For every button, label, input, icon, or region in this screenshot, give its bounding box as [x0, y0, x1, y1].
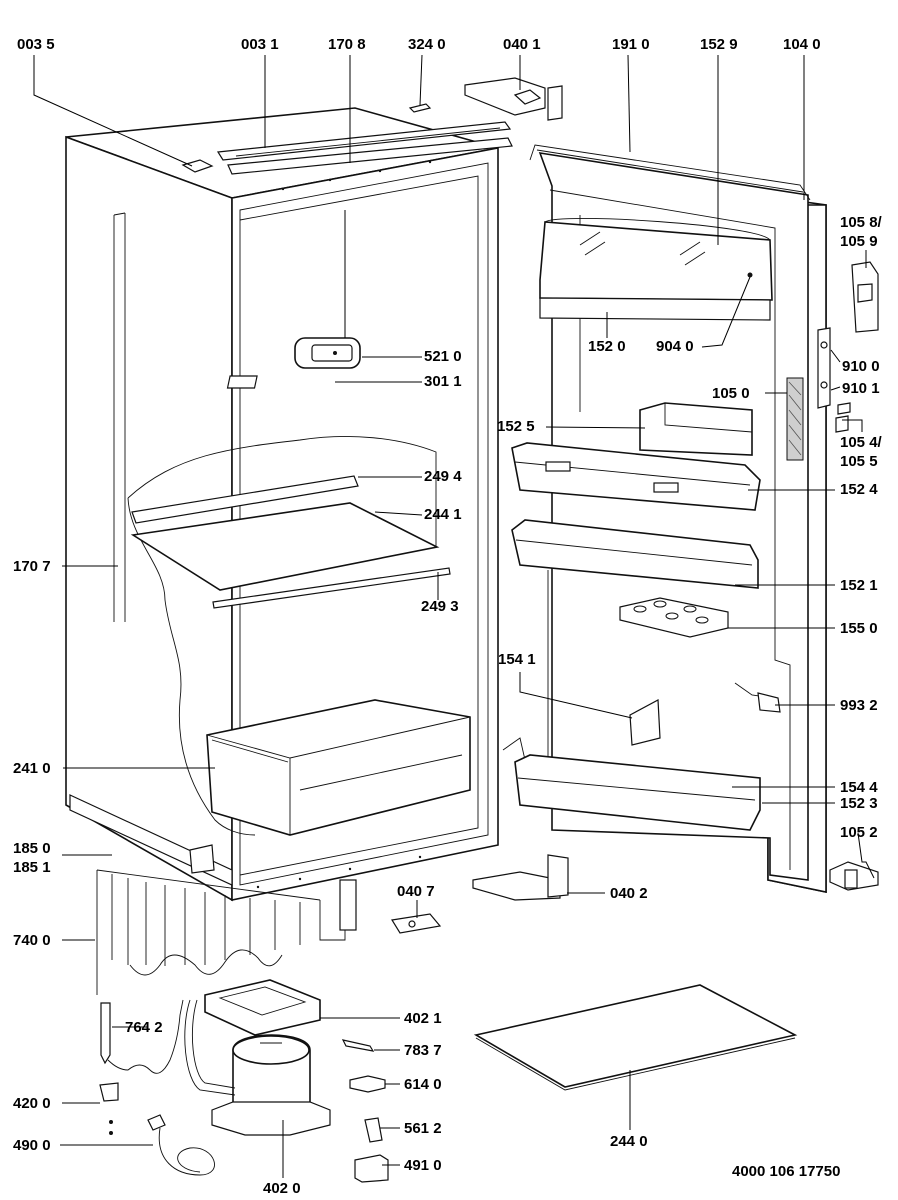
part-label-1544: 154 4	[840, 779, 878, 796]
part-label-9932: 993 2	[840, 697, 878, 714]
door-shelf-upper	[511, 442, 761, 511]
part-label-1523: 152 3	[840, 795, 878, 812]
part-label-4910: 491 0	[404, 1157, 442, 1174]
small-tray	[639, 402, 753, 456]
door-fittings	[817, 261, 879, 891]
part-label-1059: 105 9	[840, 233, 878, 250]
sensor-wire	[734, 682, 781, 713]
part-label-7400: 740 0	[13, 932, 51, 949]
egg-holder	[619, 597, 729, 638]
part-label-5612: 561 2	[404, 1120, 442, 1137]
top-rails	[181, 103, 513, 175]
leader-lines	[33, 54, 875, 1178]
door-shelf-middle	[511, 519, 759, 589]
part-label-0401: 040 1	[503, 36, 541, 53]
part-label-7642: 764 2	[125, 1019, 163, 1036]
part-label-0035: 003 5	[17, 36, 55, 53]
part-label-1707: 170 7	[13, 558, 51, 575]
part-label-7837: 783 7	[404, 1042, 442, 1059]
part-label-4021: 402 1	[404, 1010, 442, 1027]
part-label-1550: 155 0	[840, 620, 878, 637]
thermostat-housing	[226, 337, 361, 389]
document-number: 4000 106 17750	[732, 1163, 841, 1180]
part-label-1040: 104 0	[783, 36, 821, 53]
part-label-1529: 152 9	[700, 36, 738, 53]
part-label-1050: 105 0	[712, 385, 750, 402]
door-shelf-bottom	[502, 737, 761, 831]
part-label-1054: 105 4/	[840, 434, 882, 451]
part-label-0402: 040 2	[610, 885, 648, 902]
crisper-drawer	[206, 699, 471, 836]
door-handle	[786, 377, 804, 461]
part-label-3011: 301 1	[424, 373, 462, 390]
butter-compartment	[539, 218, 773, 321]
part-label-0031: 003 1	[241, 36, 279, 53]
part-label-2493: 249 3	[421, 598, 459, 615]
part-label-9101: 910 1	[842, 380, 880, 397]
compressor	[184, 999, 331, 1136]
condenser-coil	[96, 869, 357, 995]
part-label-1052: 105 2	[840, 824, 878, 841]
part-label-6140: 614 0	[404, 1076, 442, 1093]
part-label-9040: 904 0	[656, 338, 694, 355]
small-parts	[99, 913, 442, 1183]
part-label-1525: 152 5	[497, 418, 535, 435]
power-cord	[147, 1114, 215, 1176]
bottom-trim	[69, 794, 233, 886]
part-label-1851: 185 1	[13, 859, 51, 876]
part-label-3240: 324 0	[408, 36, 446, 53]
part-label-2410: 241 0	[13, 760, 51, 777]
part-label-2441: 244 1	[424, 506, 462, 523]
part-label-1521: 152 1	[840, 577, 878, 594]
part-label-1524: 152 4	[840, 481, 878, 498]
part-label-4020: 402 0	[263, 1180, 301, 1197]
part-label-0407: 040 7	[397, 883, 435, 900]
dryer-filter	[100, 999, 184, 1074]
part-label-5210: 521 0	[424, 348, 462, 365]
part-label-9100: 910 0	[842, 358, 880, 375]
part-label-1910: 191 0	[612, 36, 650, 53]
part-label-2494: 249 4	[424, 468, 462, 485]
part-label-1850: 185 0	[13, 840, 51, 857]
bottom-hinge	[472, 854, 569, 901]
part-label-4200: 420 0	[13, 1095, 51, 1112]
top-hinge	[464, 77, 563, 121]
glass-shelf	[130, 475, 451, 609]
bottle-divider	[629, 699, 661, 746]
part-label-1058: 105 8/	[840, 214, 882, 231]
part-label-1541: 154 1	[498, 651, 536, 668]
part-label-1520: 152 0	[588, 338, 626, 355]
cover-plate	[473, 984, 798, 1091]
part-label-1055: 105 5	[840, 453, 878, 470]
part-label-2440: 244 0	[610, 1133, 648, 1150]
drip-tray	[204, 979, 321, 1036]
part-label-1708: 170 8	[328, 36, 366, 53]
part-label-4900: 490 0	[13, 1137, 51, 1154]
